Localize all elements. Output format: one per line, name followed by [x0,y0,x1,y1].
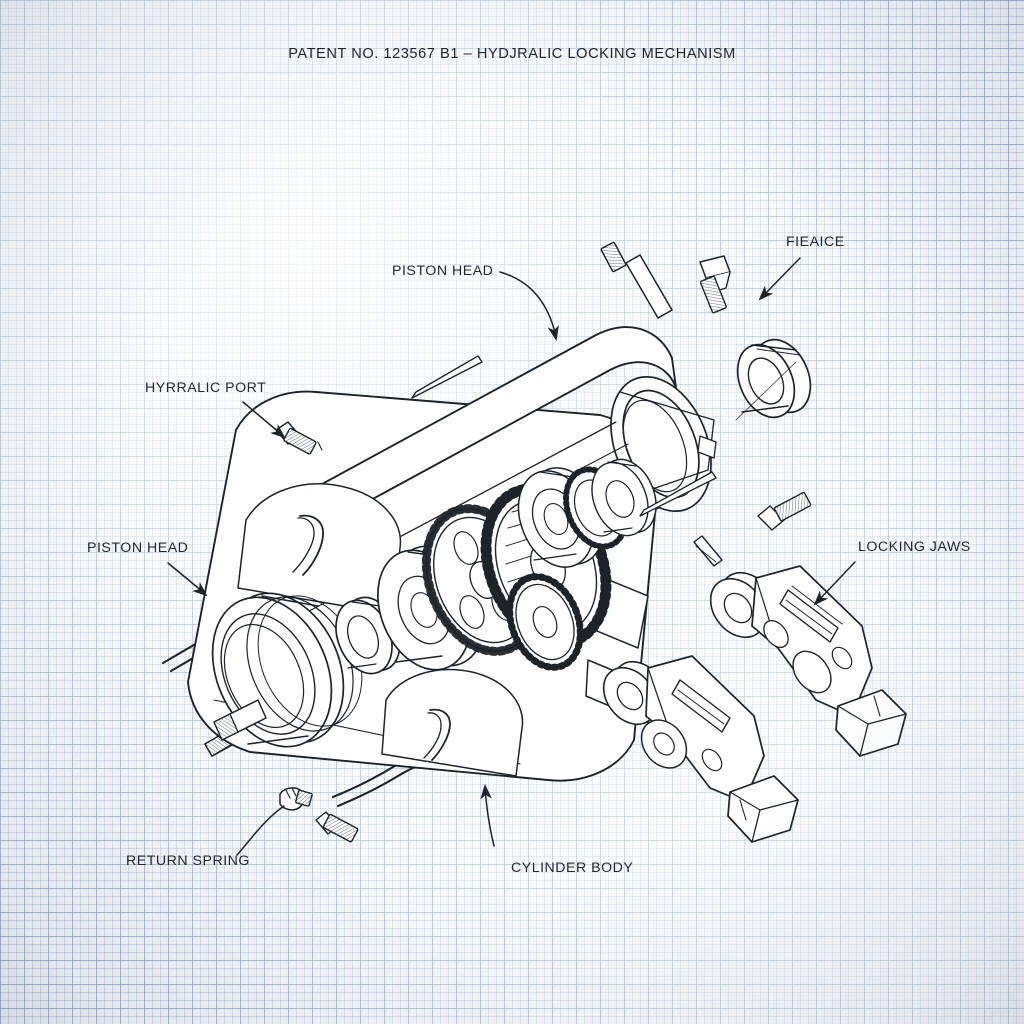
part-return-spring-screw [279,787,313,811]
part-detail-rod-right [639,471,717,517]
callout-label-piston-head-left: PISTON HEAD [87,540,189,556]
callout-label-cylinder-body: CYLINDER BODY [511,860,634,876]
part-bearing-ring [735,338,812,421]
callout-label-return-spring: RETURN SPRING [126,853,250,869]
leader-line-hyrralic-port [242,401,282,435]
leader-line-return-spring [236,805,285,856]
leader-line-piston-head-top [499,271,557,337]
gear-pinion-lower [506,573,584,671]
leader-line-piston-head-left [167,562,204,593]
part-hex-bolt-b [275,421,323,455]
page-title: PATENT NO. 123567 B1 – HYDJRALIC LOCKING… [288,46,736,62]
part-hex-bolt-a [699,255,731,314]
part-locking-jaw-right [709,565,907,757]
gear-hub-bearings [517,458,657,568]
callout-label-fieaice: FIEAICE [786,234,845,250]
callout-label-locking-jaws: LOCKING JAWS [858,539,971,555]
part-dowel-pin [693,535,723,567]
part-piston-head [211,592,363,748]
part-locking-jaw-left [602,655,799,843]
callout-leader-lines [167,257,856,856]
cylinder-internal-ribs [237,483,524,777]
leader-line-cylinder-body [484,788,495,847]
callout-label-hyrralic-port: HYRRALIC PORT [145,380,267,396]
part-threaded-stud [600,241,673,319]
part-hex-bolt-d [315,811,359,843]
leader-line-fieaice [762,257,801,297]
part-hex-bolt-c [757,491,812,531]
callout-label-piston-head-top: PISTON HEAD [392,263,494,279]
title-block: PATENT NO. 123567 B1 – HYDJRALIC LOCKING… [0,45,1024,63]
part-gear-stack [377,458,657,671]
leader-line-locking-jaws [817,561,856,602]
part-detail-rod [411,355,483,399]
